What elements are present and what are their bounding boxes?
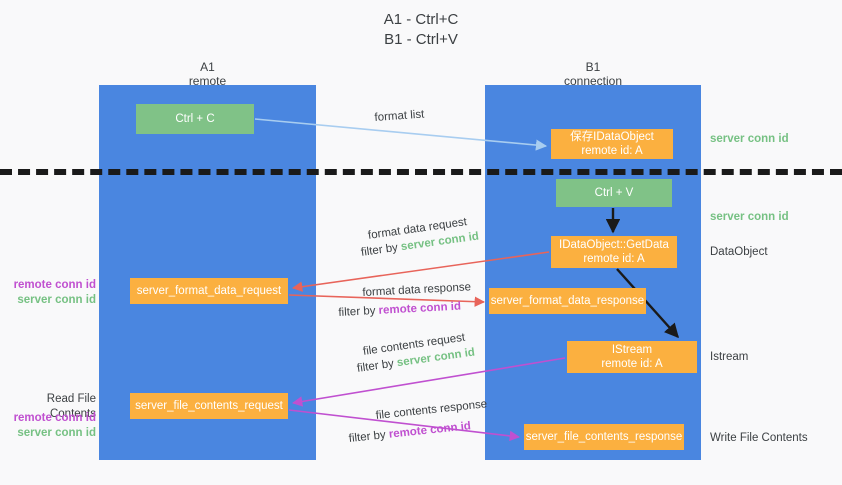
node-server-format-data-response[interactable]: server_format_data_response [489, 288, 646, 314]
edge-label-filter-remote-conn-id-1: filter by remote conn id [338, 299, 461, 321]
node-idataobject-getdata[interactable]: IDataObject::GetData remote id: A [551, 236, 677, 268]
node-save-idataobject-line1: 保存IDataObject [570, 131, 654, 143]
annotation-remote-conn-id-2: remote conn id [13, 412, 96, 424]
filter-by-text-2: filter by [338, 304, 379, 319]
filter-by-text-1: filter by [360, 241, 402, 259]
node-ctrl-v-label: Ctrl + V [594, 187, 634, 199]
filter-by-text-3: filter by [356, 357, 398, 375]
column-a1-role: remote [188, 74, 227, 88]
node-istream[interactable]: IStream remote id: A [567, 341, 697, 373]
node-save-idataobject[interactable]: 保存IDataObject remote id: A [551, 129, 673, 159]
title-line-2: B1 - Ctrl+V [384, 31, 458, 48]
page-title: A1 - Ctrl+C B1 - Ctrl+V [0, 10, 842, 50]
node-getdata-line1: IDataObject::GetData [559, 239, 669, 251]
node-server-format-data-request[interactable]: server_format_data_request [130, 278, 288, 304]
filter-by-text-4: filter by [348, 428, 390, 445]
node-getdata-line2: remote id: A [583, 253, 645, 265]
node-save-idataobject-line2: remote id: A [581, 145, 643, 157]
edge-label-format-data-response: format data response [362, 281, 472, 299]
edge-label-format-list: format list [374, 108, 425, 124]
node-server-file-contents-response[interactable]: server_file_contents_response [524, 424, 684, 450]
node-server-file-contents-response-label: server_file_contents_response [525, 431, 683, 443]
annotation-dataobject: DataObject [710, 246, 768, 258]
annotation-server-conn-id-4: server conn id [17, 427, 96, 439]
annotation-left-conn-ids-1: remote conn id server conn id [8, 278, 96, 308]
annotation-left-conn-ids-2: remote conn id server conn id [8, 411, 96, 441]
node-server-format-data-request-label: server_format_data_request [136, 285, 282, 297]
node-ctrl-c[interactable]: Ctrl + C [136, 104, 254, 134]
node-ctrl-c-label: Ctrl + C [175, 113, 215, 125]
column-a1-name: A1 [200, 60, 215, 74]
column-header-a1: A1 remote [99, 60, 316, 88]
node-server-file-contents-request-label: server_file_contents_request [135, 400, 283, 412]
phase-divider [0, 169, 842, 175]
edge-label-filter-remote-conn-id-2: filter by remote conn id [348, 418, 472, 447]
node-server-file-contents-request[interactable]: server_file_contents_request [130, 393, 288, 419]
node-istream-line1: IStream [611, 344, 653, 356]
annotation-server-conn-id-2: server conn id [710, 211, 789, 223]
column-b1-name: B1 [585, 60, 601, 74]
node-istream-line2: remote id: A [601, 358, 663, 370]
annotation-remote-conn-id-1: remote conn id [13, 279, 96, 291]
remote-conn-id-text-2: remote conn id [388, 420, 472, 441]
annotation-read-file-contents: Read File Contents [46, 393, 96, 420]
column-header-b1: B1 connection [485, 60, 701, 88]
annotation-write-file-contents: Write File Contents [710, 432, 808, 444]
column-b1-role: connection [563, 74, 623, 88]
edge-label-file-contents-response: file contents response [375, 398, 488, 422]
annotation-server-conn-id-1: server conn id [710, 133, 789, 145]
node-server-format-data-response-label: server_format_data_response [490, 295, 645, 307]
title-line-1: A1 - Ctrl+C [383, 11, 459, 28]
node-ctrl-v[interactable]: Ctrl + V [556, 179, 672, 207]
remote-conn-id-text-1: remote conn id [378, 300, 462, 317]
annotation-server-conn-id-3: server conn id [17, 294, 96, 306]
annotation-istream: Istream [710, 351, 749, 363]
